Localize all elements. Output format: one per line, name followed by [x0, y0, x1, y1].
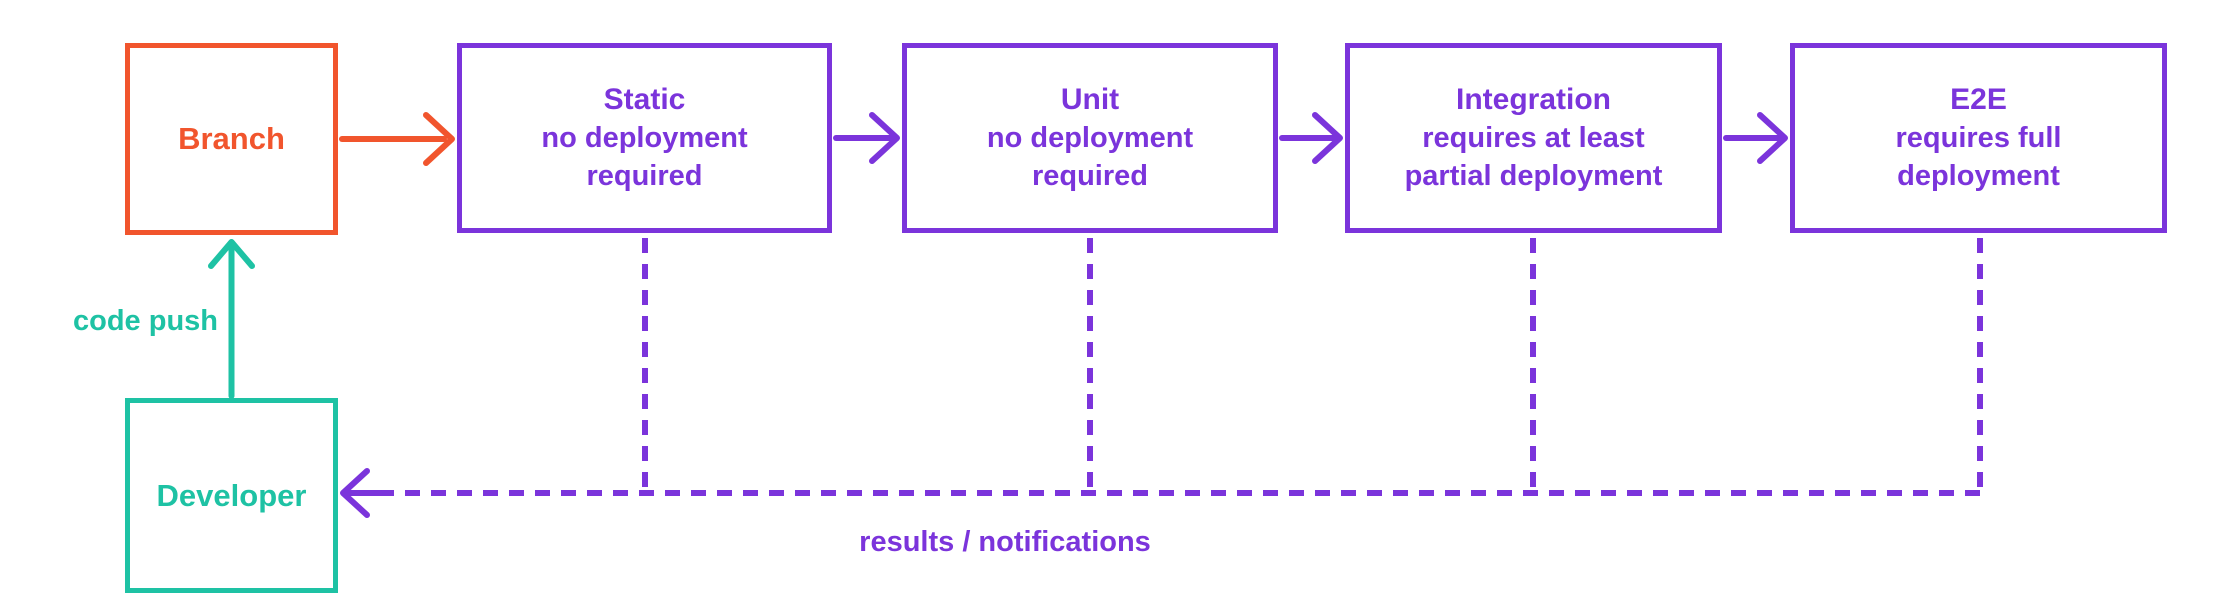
node-developer-label: Developer	[156, 477, 307, 513]
node-e2e-title: E2E	[1950, 83, 2007, 116]
code-push-label: code push	[72, 305, 218, 337]
arrow-integration-to-e2e	[1723, 112, 1788, 164]
arrow-unit-to-integration	[1279, 112, 1343, 164]
node-integration-subtitle: requires at least partial deployment	[1404, 122, 1663, 192]
node-unit: Unit no deployment required	[902, 43, 1278, 233]
node-static: Static no deployment required	[457, 43, 832, 233]
node-static-title: Static	[603, 83, 686, 116]
node-unit-subtitle: no deployment required	[986, 122, 1194, 192]
node-e2e-subtitle: requires full deployment	[1895, 122, 2062, 192]
dashed-arrowhead-to-developer	[340, 468, 383, 518]
node-e2e: E2E requires full deployment	[1790, 43, 2167, 233]
results-notifications-label: results / notifications	[859, 526, 1151, 558]
node-integration: Integration requires at least partial de…	[1345, 43, 1722, 233]
node-branch: Branch	[125, 43, 338, 235]
node-integration-title: Integration	[1456, 83, 1611, 116]
arrow-code-push	[208, 239, 255, 399]
node-static-subtitle: no deployment required	[541, 122, 748, 192]
node-developer: Developer	[125, 398, 338, 593]
arrow-branch-to-static	[339, 112, 455, 166]
arrow-static-to-unit	[833, 112, 900, 164]
node-branch-label: Branch	[178, 121, 285, 156]
node-unit-title: Unit	[1060, 83, 1120, 116]
dashed-connectors	[352, 238, 1983, 496]
